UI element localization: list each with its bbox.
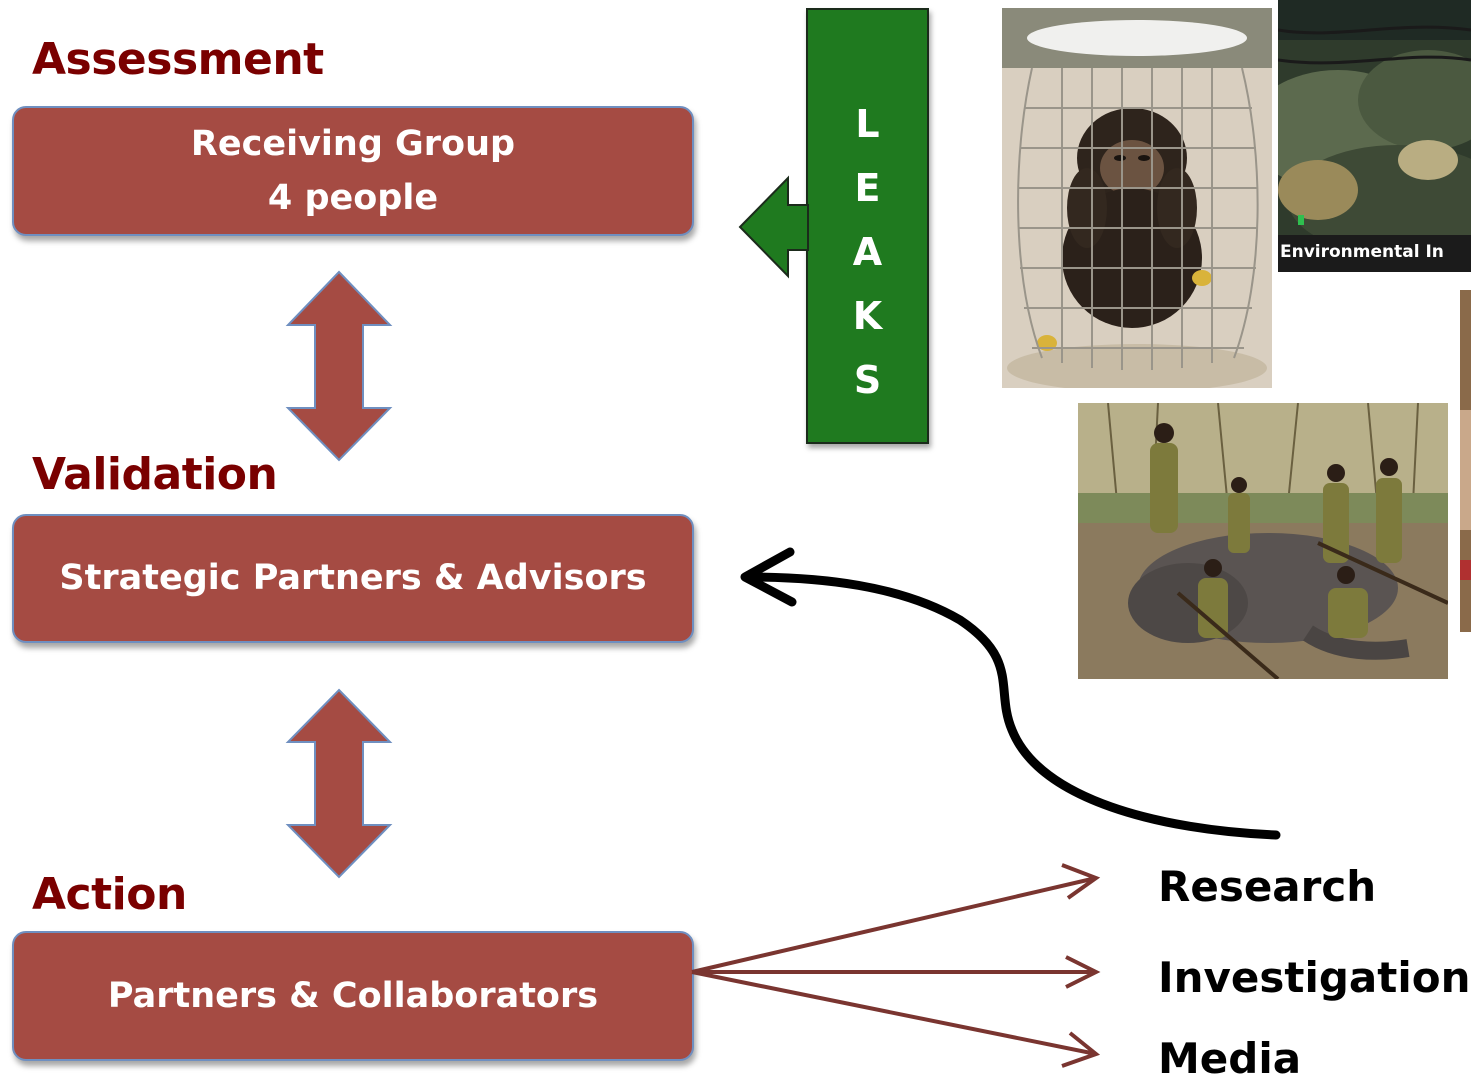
heading-action: Action bbox=[32, 869, 187, 920]
leaks-arrow-icon bbox=[738, 175, 809, 279]
double-arrow-icon bbox=[285, 688, 393, 879]
photo-chained-logs: Environmental In bbox=[1278, 0, 1471, 272]
photo-caption: Environmental In bbox=[1280, 242, 1444, 262]
receiving-group-box: Receiving Group 4 people bbox=[12, 106, 694, 236]
outcome-arrows bbox=[691, 863, 1101, 1068]
leaks-banner: L E A K S bbox=[806, 8, 929, 444]
strategic-partners-label: Strategic Partners & Advisors bbox=[59, 558, 647, 599]
heading-assessment: Assessment bbox=[32, 34, 324, 85]
leaks-letter: E bbox=[854, 166, 881, 210]
partners-collaborators-box: Partners & Collaborators bbox=[12, 931, 694, 1061]
strategic-partners-box: Strategic Partners & Advisors bbox=[12, 514, 694, 643]
leaks-letter: S bbox=[853, 358, 882, 402]
receiving-group-label: Receiving Group bbox=[190, 123, 516, 164]
heading-validation: Validation bbox=[32, 449, 278, 500]
receiving-group-count: 4 people bbox=[267, 178, 439, 218]
outcome-investigations: Investigations bbox=[1158, 953, 1471, 1002]
photo-rangers-elephant bbox=[1078, 403, 1448, 679]
outcome-media: Media bbox=[1158, 1034, 1302, 1083]
outcome-research: Research bbox=[1158, 862, 1377, 911]
leaks-letter: A bbox=[852, 230, 883, 274]
photo-partial-edge bbox=[1460, 290, 1471, 632]
leaks-letter: K bbox=[852, 294, 883, 338]
double-arrow-icon bbox=[285, 270, 393, 462]
photo-caged-chimpanzee bbox=[1002, 8, 1272, 388]
leaks-letter: L bbox=[855, 102, 880, 146]
feedback-arrow-icon bbox=[740, 547, 1281, 840]
partners-collaborators-label: Partners & Collaborators bbox=[107, 975, 599, 1016]
